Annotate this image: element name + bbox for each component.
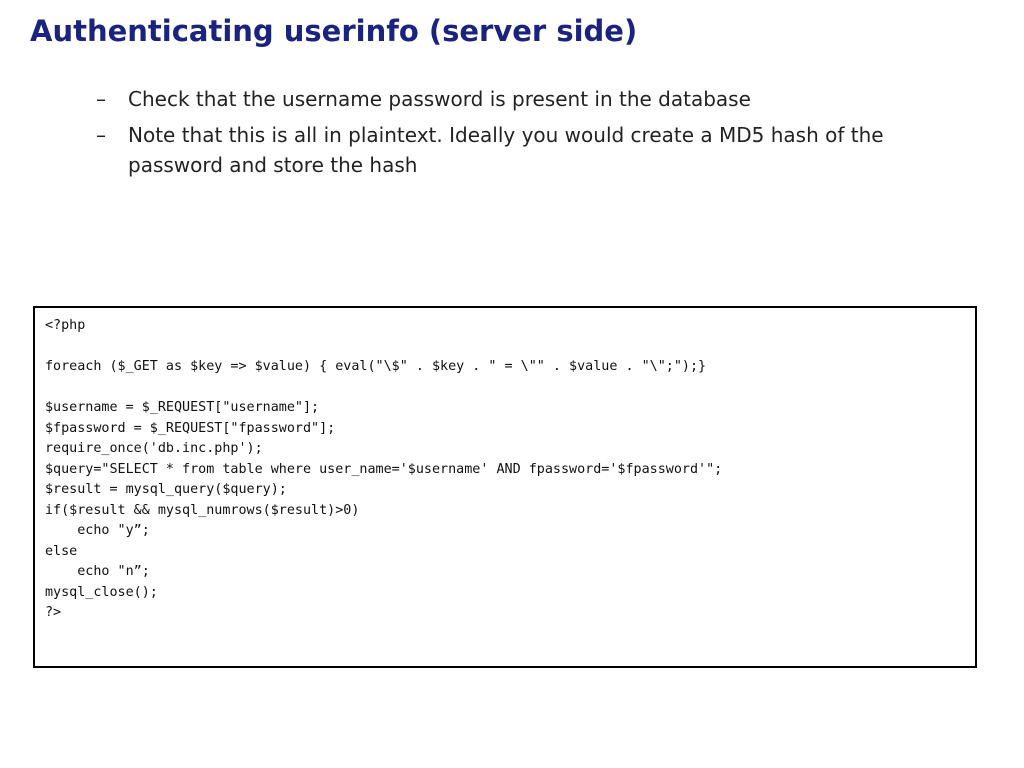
code-line: require_once('db.inc.php'); — [45, 441, 263, 456]
slide-title: Authenticating userinfo (server side) — [30, 14, 638, 48]
code-line: ?> — [45, 605, 62, 620]
code-line: echo "n”; — [45, 564, 150, 579]
bullet-dash: – — [96, 123, 106, 147]
code-line: <?php — [45, 318, 86, 333]
bullet-dash: – — [96, 87, 106, 111]
code-line: $query="SELECT * from table where user_n… — [45, 461, 723, 477]
code-line: else — [45, 543, 78, 559]
code-line — [45, 337, 965, 358]
code-line: echo "y”; — [45, 523, 150, 538]
code-line: mysql_close(); — [45, 584, 158, 600]
code-block: <?php foreach ($_GET as $key => $value) … — [33, 306, 977, 668]
code-line: $fpassword = $_REQUEST["fpassword"]; — [45, 420, 336, 436]
code-line — [45, 378, 965, 399]
code-line: if($result && mysql_numrows($result)>0) — [45, 502, 360, 518]
code-line: $result = mysql_query($query); — [45, 482, 287, 497]
bullet-text: Check that the username password is pres… — [128, 87, 751, 111]
code-line: $username = $_REQUEST["username"]; — [45, 400, 320, 415]
code-line: foreach ($_GET as $key => $value) { eval… — [45, 359, 707, 374]
bullet-text: Note that this is all in plaintext. Idea… — [128, 123, 884, 177]
bullet-item-check-database: – Check that the username password is pr… — [96, 84, 976, 114]
bullet-item-plaintext-note: – Note that this is all in plaintext. Id… — [96, 120, 976, 180]
bullet-list: – Check that the username password is pr… — [96, 84, 976, 186]
